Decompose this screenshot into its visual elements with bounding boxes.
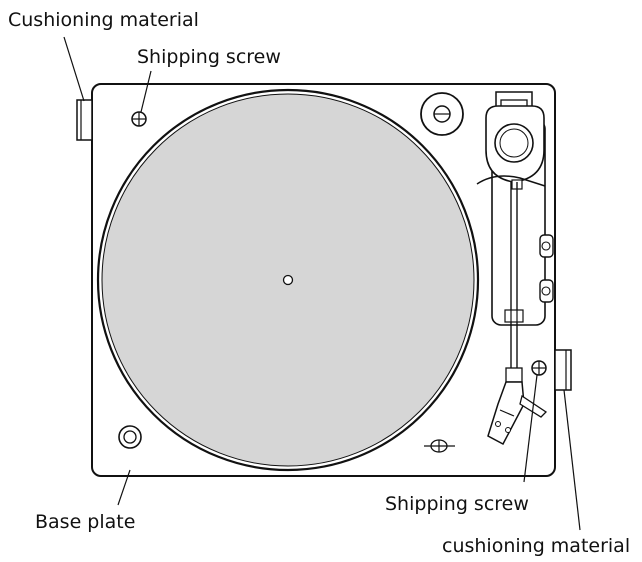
label-shipping-screw-bottom: Shipping screw: [385, 493, 529, 515]
pitch-marker-icon: [424, 439, 455, 453]
leader-lines: [63, 36, 581, 531]
label-base-plate: Base plate: [35, 511, 135, 533]
tonearm-assembly: [476, 91, 554, 446]
spindle: [282, 274, 294, 286]
cushioning-material-top-left: [76, 99, 93, 141]
adapter-cap-icon: [118, 425, 142, 449]
label-cushioning-material-bottom: cushioning material: [442, 535, 630, 557]
platter: [96, 88, 480, 472]
cushioning-material-bottom-right: [554, 349, 572, 391]
shipping-screw-bottom-right-icon: [531, 360, 547, 376]
adapter-knob-icon: [420, 92, 464, 136]
label-cushioning-material-top: Cushioning material: [8, 9, 199, 31]
label-shipping-screw-top: Shipping screw: [137, 46, 281, 68]
shipping-screw-top-left-icon: [131, 111, 147, 127]
